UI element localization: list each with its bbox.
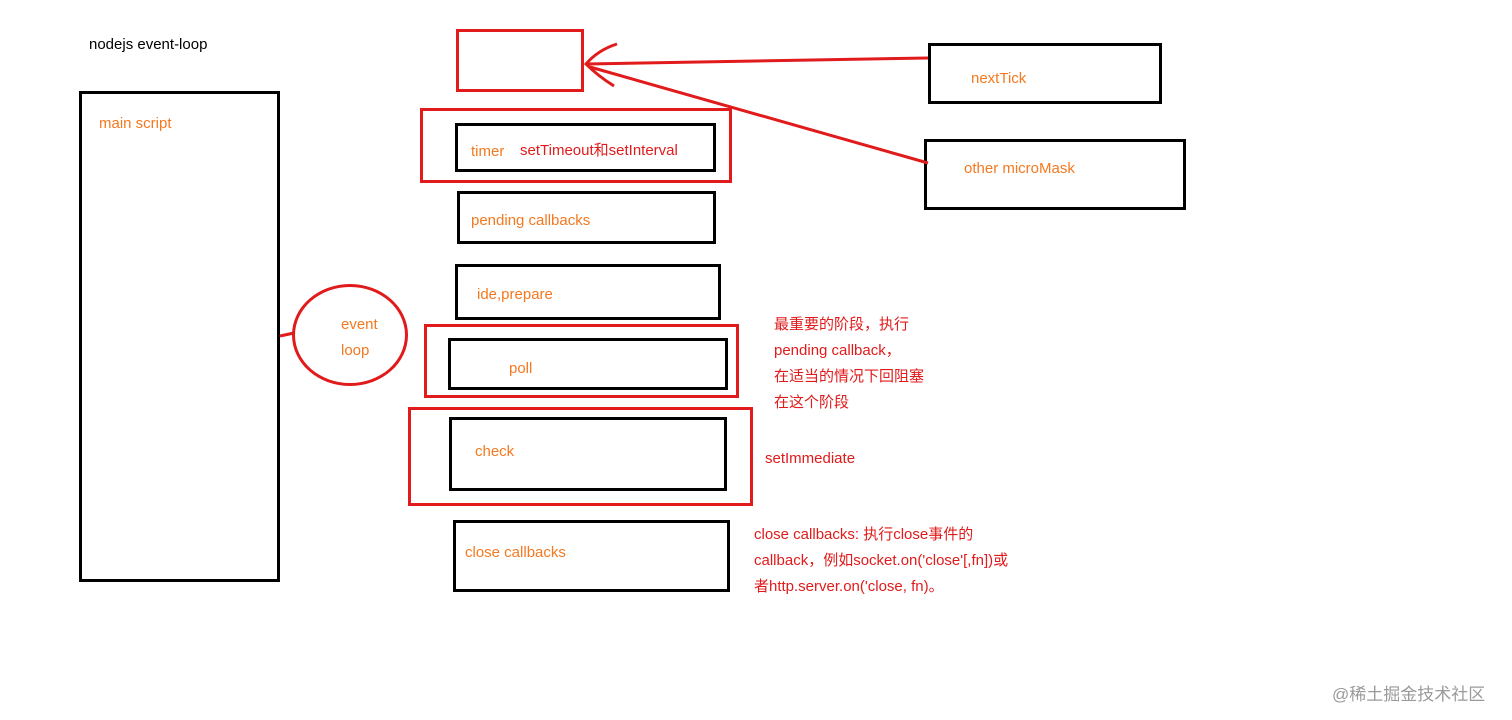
poll-note-line1: 最重要的阶段，执行 <box>774 316 910 333</box>
next-tick-box <box>928 43 1162 104</box>
close-note: close callbacks: 执行close事件的 callback，例如s… <box>754 522 1008 600</box>
check-phase-highlight <box>408 407 753 506</box>
watermark: @稀土掘金技术社区 <box>1332 685 1486 704</box>
other-micromask-label: other microMask <box>964 160 1075 177</box>
main-script-label: main script <box>99 115 172 132</box>
timer-phase-note: setTimeout和setInterval <box>520 142 678 159</box>
poll-note-line4: 在这个阶段 <box>774 394 850 411</box>
close-note-line2: callback，例如socket.on('close'[,fn])或 <box>754 552 1009 569</box>
check-phase-label: check <box>475 443 515 460</box>
poll-phase-highlight <box>424 324 739 398</box>
close-note-line3: 者http.server.on('close, fn)。 <box>754 578 944 595</box>
diagram-title: nodejs event-loop <box>89 36 208 53</box>
close-callbacks-label: close callbacks <box>465 544 566 561</box>
next-tick-label: nextTick <box>971 70 1027 87</box>
next-tick-arrow-line <box>586 56 929 66</box>
check-phase-box <box>449 417 727 491</box>
poll-phase-box <box>448 338 728 390</box>
event-loop-label-line2: loop <box>341 342 370 359</box>
poll-phase-label: poll <box>509 360 533 377</box>
timer-phase-label: timer <box>471 143 505 160</box>
arrow-head <box>583 42 618 88</box>
close-callbacks-box <box>453 520 730 592</box>
check-note: setImmediate <box>765 450 856 467</box>
other-micromask-box <box>924 139 1186 210</box>
idle-prepare-label: ide,prepare <box>477 286 553 303</box>
event-loop-circle <box>292 284 408 386</box>
poll-note-line2: pending callback， <box>774 342 901 359</box>
pending-callbacks-box <box>457 191 716 244</box>
microtask-queue-box <box>456 29 584 92</box>
event-loop-label-line1: event <box>341 316 378 333</box>
main-script-box <box>79 91 280 582</box>
close-note-line1: close callbacks: 执行close事件的 <box>754 526 974 543</box>
poll-note-line3: 在适当的情况下回阻塞 <box>774 368 925 385</box>
poll-note: 最重要的阶段，执行 pending callback， 在适当的情况下回阻塞 在… <box>774 312 924 416</box>
idle-prepare-box <box>455 264 721 320</box>
pending-callbacks-label: pending callbacks <box>471 212 591 229</box>
